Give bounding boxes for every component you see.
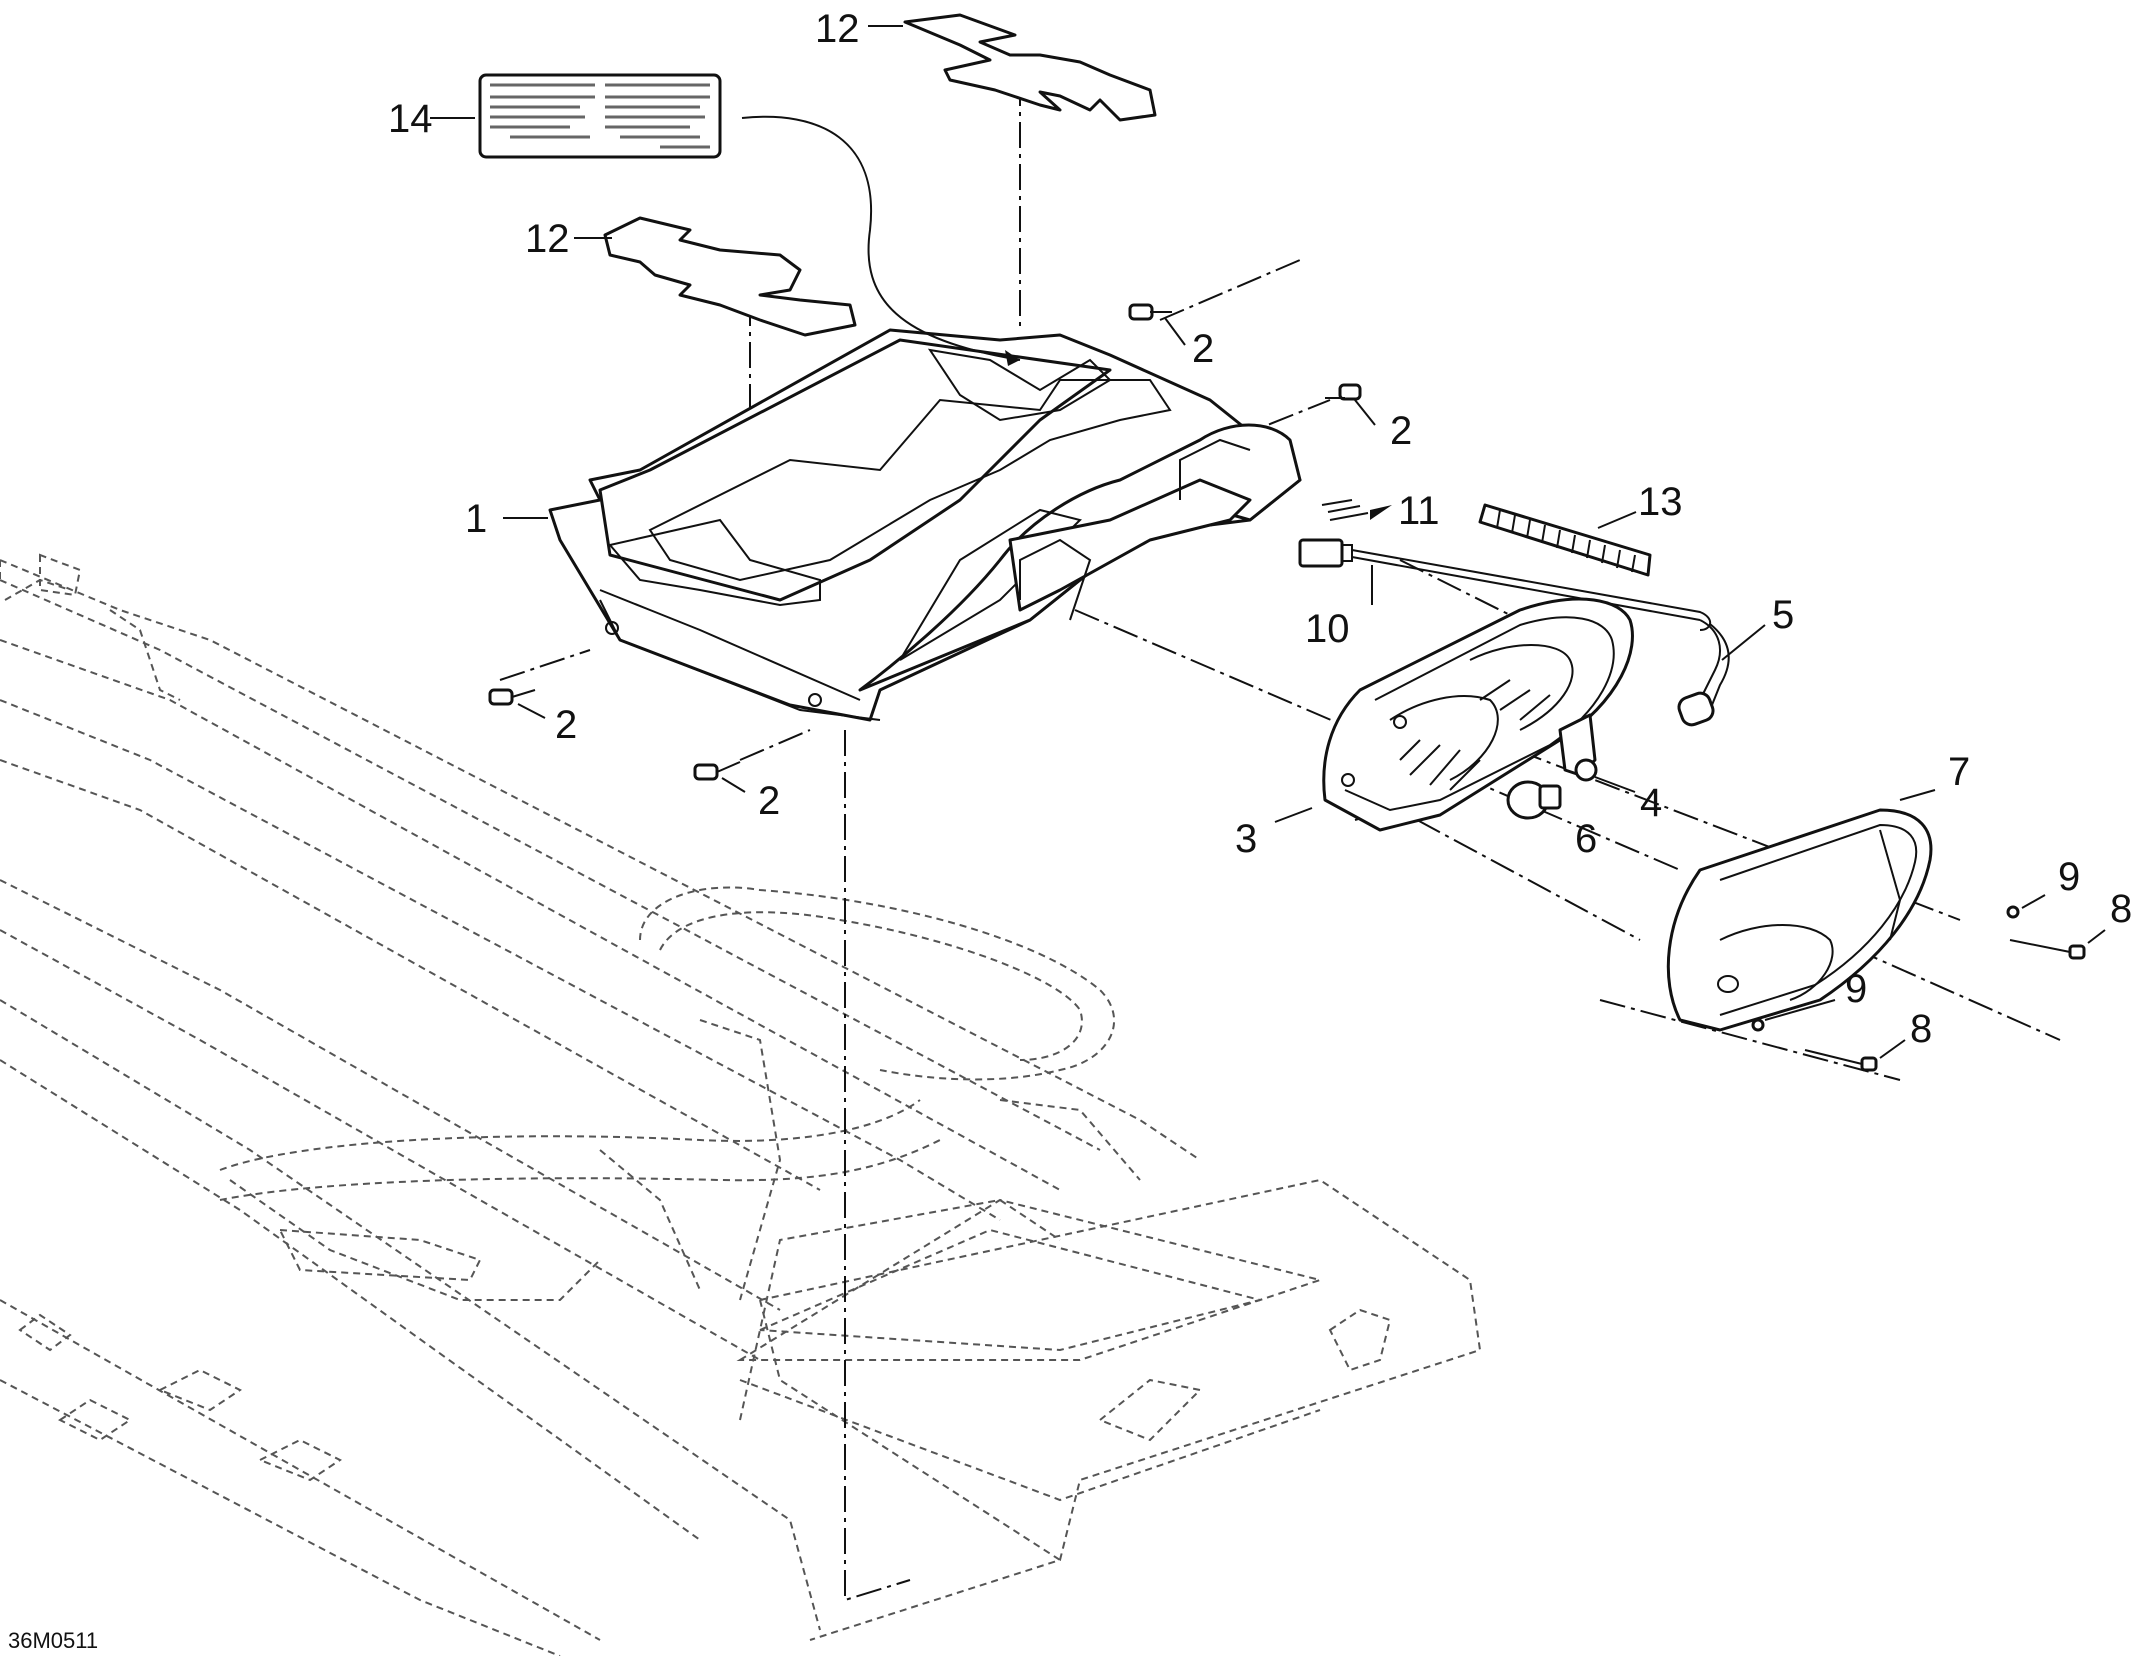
part-12-foam-pad-lower [603, 216, 857, 337]
callout-12-lower: 12 [525, 217, 570, 261]
part-4-clip [1558, 713, 1598, 782]
callout-8-b: 8 [1910, 1007, 1932, 1051]
part-5-wire-socket [1677, 619, 1730, 727]
part-1-rack-cover [548, 328, 1302, 722]
callout-1: 1 [465, 497, 487, 541]
callout-4: 4 [1640, 781, 1662, 825]
callout-13: 13 [1638, 480, 1683, 524]
part-6-bulb [1506, 780, 1562, 820]
part-14-warning-label [478, 73, 1021, 366]
callout-5: 5 [1772, 593, 1794, 637]
callout-6: 6 [1575, 817, 1597, 861]
part-8-screws [1804, 939, 2086, 1072]
part-11-terminals [1321, 499, 1392, 521]
callout-2-b: 2 [1390, 409, 1412, 453]
screw-c [488, 688, 536, 706]
callout-leaders [430, 25, 2106, 1059]
callout-7: 7 [1948, 750, 1970, 794]
screw-d [693, 761, 741, 781]
part-9-washers [1751, 905, 2020, 1032]
part-10-harness-connector [1298, 538, 1712, 631]
part-12-foam-pad-upper [903, 13, 1157, 122]
part-7-lens [1666, 808, 1933, 1032]
part-3-light-housing [1322, 597, 1634, 832]
callout-10: 10 [1305, 607, 1350, 651]
callout-3: 3 [1235, 817, 1257, 861]
callout-2-d: 2 [758, 779, 780, 823]
callout-9-a: 9 [2058, 855, 2080, 899]
callout-8-a: 8 [2110, 887, 2132, 931]
callout-11: 11 [1398, 489, 1440, 533]
figure-code: 36M0511 [8, 1628, 98, 1653]
callout-2-c: 2 [555, 703, 577, 747]
chassis-frame [0, 553, 1482, 1656]
part-13-sleeve [1478, 503, 1652, 577]
callout-14: 14 [388, 97, 433, 141]
callout-numbers: 12 14 12 2 2 1 11 10 13 5 4 6 3 7 2 2 9 … [388, 7, 2132, 1051]
callout-9-b: 9 [1845, 967, 1867, 1011]
callout-2-a: 2 [1192, 327, 1214, 371]
screw-b [1325, 383, 1362, 401]
screw-a [1128, 303, 1172, 321]
part-2-screws [488, 303, 1362, 781]
callout-12-upper: 12 [815, 7, 860, 51]
